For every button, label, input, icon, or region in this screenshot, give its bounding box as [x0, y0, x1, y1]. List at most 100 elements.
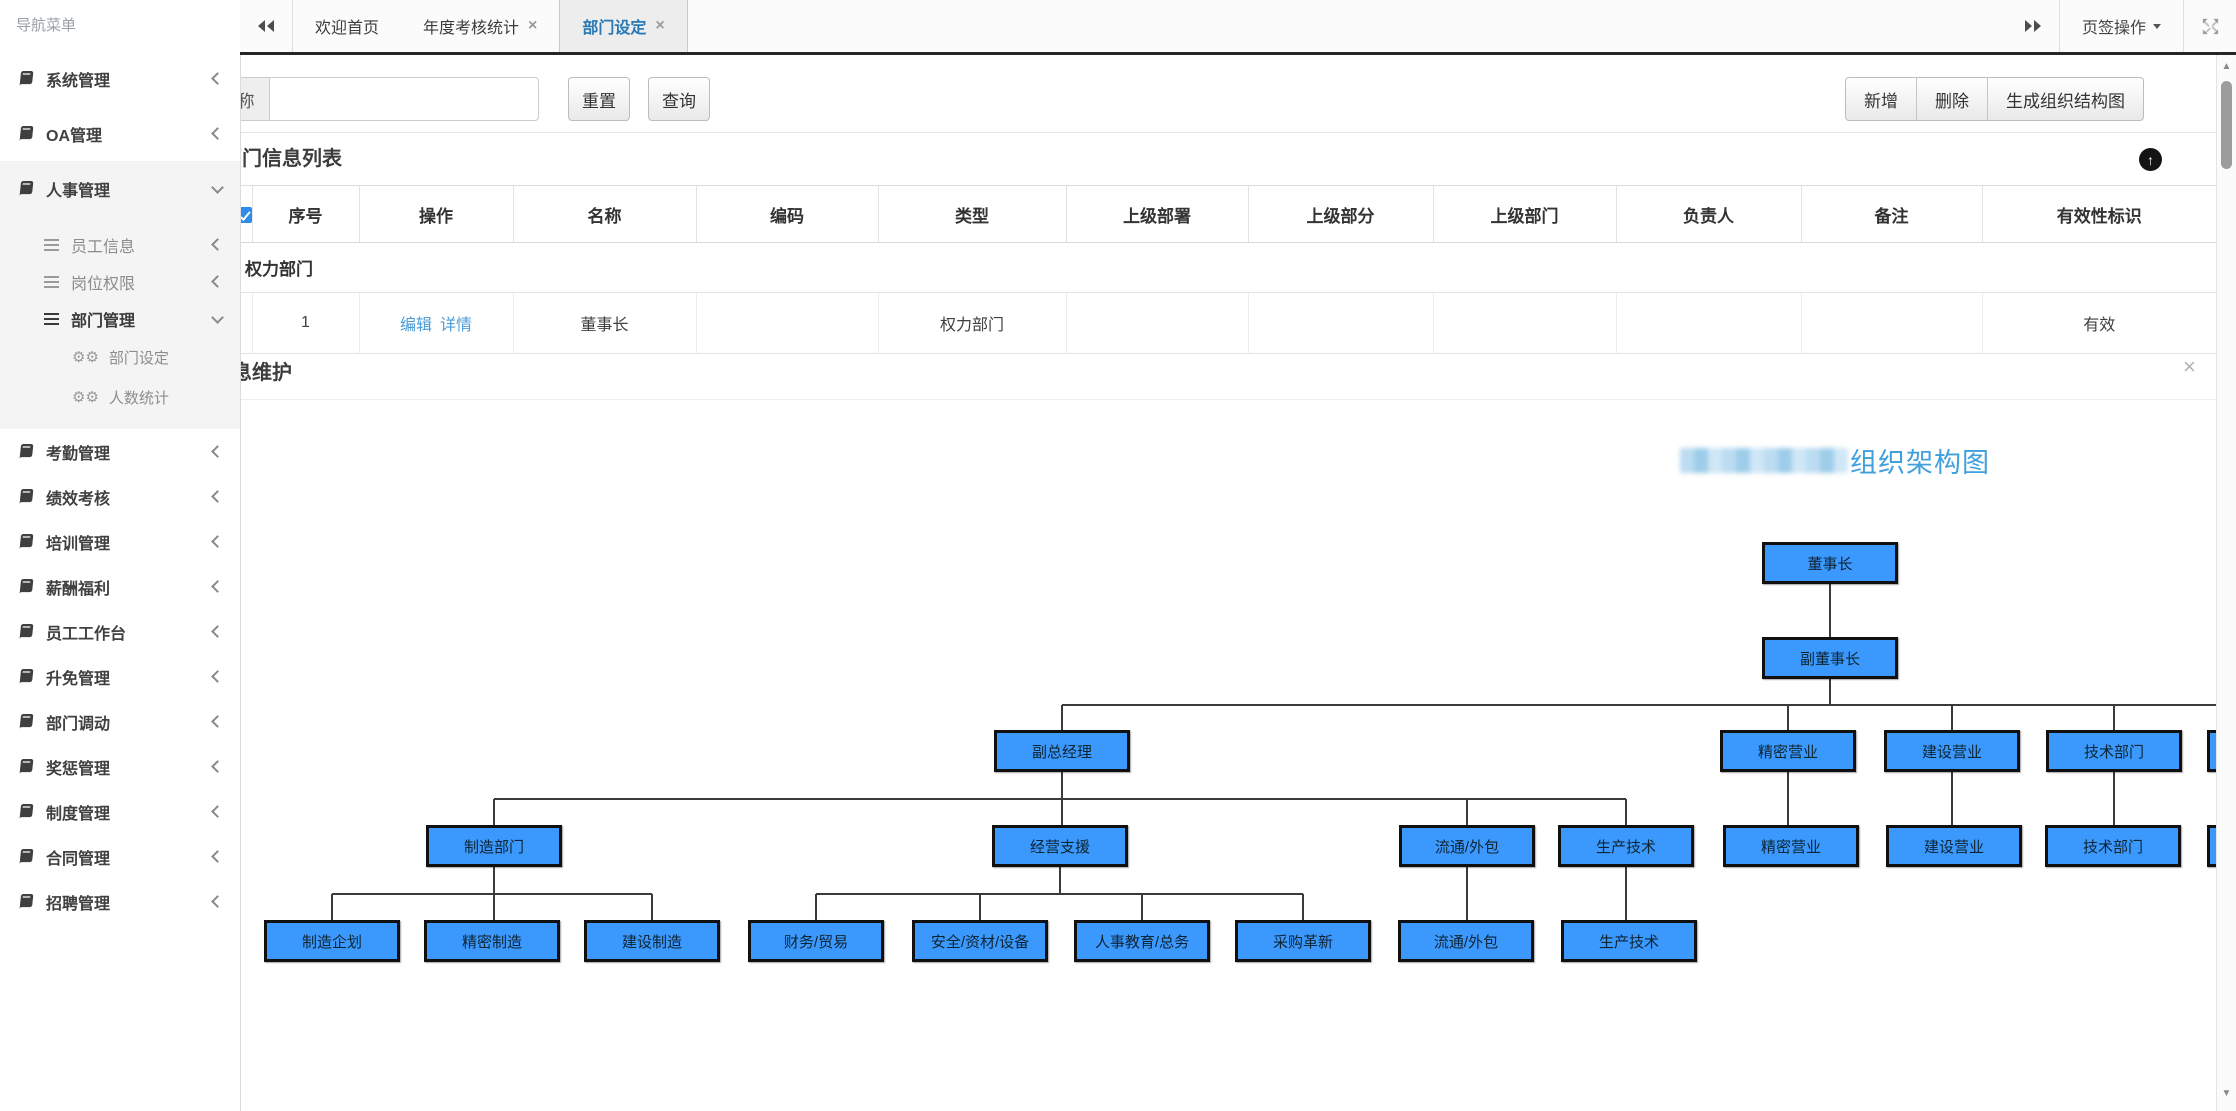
sidebar-item-薪酬福利[interactable]: 薪酬福利 [0, 564, 240, 609]
book-icon [16, 180, 34, 197]
chevron-left-icon [211, 625, 224, 638]
panel-collapse-button[interactable]: ↑ [2139, 148, 2162, 171]
org-node-人事教育/总务: 人事教育/总务 [1074, 920, 1210, 962]
double-chevron-right-icon [2033, 20, 2041, 32]
book-icon [16, 578, 34, 595]
tab-label: 年度考核统计 [423, 20, 520, 37]
sidebar-subitem-label: 部门管理 [71, 312, 136, 330]
search-input[interactable] [269, 77, 539, 121]
sidebar-item-制度管理[interactable]: 制度管理 [0, 789, 240, 834]
column-header-备注: 备注 [1801, 186, 1983, 243]
sidebar-item-OA管理[interactable]: OA管理 [0, 106, 240, 161]
sidebar-subitem-员工信息[interactable]: 员工信息 [0, 226, 240, 263]
chevron-left-icon [211, 535, 224, 548]
sidebar-item-员工工作台[interactable]: 员工工作台 [0, 609, 240, 654]
org-node-制造部门: 制造部门 [426, 825, 562, 867]
row-note [1801, 292, 1983, 354]
sidebar-item-奖惩管理[interactable]: 奖惩管理 [0, 744, 240, 789]
sidebar-item-部门调动[interactable]: 部门调动 [0, 699, 240, 744]
scroll-down-arrow-icon[interactable]: ▼ [2221, 1088, 2232, 1099]
sidebar-item-label: 升免管理 [46, 670, 111, 688]
generate-org-chart-button[interactable]: 生成组织结构图 [1987, 78, 2143, 120]
org-node-技术部门: 技术部门 [2045, 825, 2181, 867]
sidebar-item-招聘管理[interactable]: 招聘管理 [0, 879, 240, 924]
fullscreen-toggle-button[interactable] [2183, 0, 2236, 52]
arrow-up-icon: ↑ [2147, 151, 2154, 168]
cogs-icon: ⚙⚙ [72, 348, 99, 366]
tab-close-icon[interactable]: × [655, 17, 665, 34]
org-node-精密营业: 精密营业 [1720, 730, 1856, 772]
column-header-有效性标识: 有效性标识 [1982, 186, 2216, 243]
org-node-partial [2207, 730, 2216, 772]
row-parent1 [1066, 292, 1249, 354]
chevron-left-icon [211, 670, 224, 683]
tab-actions-dropdown[interactable]: 页签操作 [2058, 0, 2183, 52]
tab-部门设定[interactable]: 部门设定× [559, 0, 688, 52]
row-valid: 有效 [1982, 292, 2216, 354]
column-header-操作: 操作 [359, 186, 514, 243]
scroll-up-arrow-icon[interactable]: ▲ [2221, 61, 2232, 72]
chevron-down-icon [211, 310, 224, 324]
sidebar-item-升免管理[interactable]: 升免管理 [0, 654, 240, 699]
sidebar-item-label: 部门调动 [46, 715, 111, 733]
tabs-scroll-left-button[interactable] [240, 0, 293, 52]
tab-年度考核统计[interactable]: 年度考核统计 × [401, 0, 559, 52]
chevron-down-icon [2153, 23, 2161, 33]
tab-bar: 欢迎首页年度考核统计×部门设定× 页签操作 [240, 0, 2236, 55]
action-link-详情[interactable]: 详情 [440, 317, 473, 334]
reset-button[interactable]: 重置 [568, 77, 630, 121]
panel-title: 部门信息列表 [222, 148, 342, 170]
tab-strip: 欢迎首页年度考核统计×部门设定× [293, 0, 688, 52]
org-node-副总经理: 副总经理 [994, 730, 1130, 772]
book-icon [16, 713, 34, 730]
add-button[interactable]: 新增 [1846, 78, 1916, 120]
book-icon [16, 848, 34, 865]
expand-arrows-icon [2202, 18, 2218, 34]
sidebar-leaf-人数统计[interactable]: ⚙⚙人数统计 [0, 377, 240, 417]
book-icon [16, 125, 34, 142]
book-icon [16, 803, 34, 820]
tab-actions-label: 页签操作 [2081, 20, 2146, 37]
row-manager [1616, 292, 1802, 354]
sidebar-item-label: 奖惩管理 [46, 760, 111, 778]
censored-company-name [1680, 448, 1848, 473]
chevron-left-icon [211, 275, 224, 288]
double-chevron-left-icon [258, 20, 265, 32]
book-icon [16, 758, 34, 775]
query-button[interactable]: 查询 [648, 77, 710, 121]
sidebar-subitem-岗位权限[interactable]: 岗位权限 [0, 263, 240, 300]
table-actions-button-group: 新增 删除 生成组织结构图 [1845, 77, 2144, 121]
close-icon[interactable]: × [2183, 354, 2196, 379]
sidebar-subitem-部门管理[interactable]: 部门管理 [0, 300, 240, 337]
chevron-left-icon [211, 490, 224, 503]
tabs-scroll-right-button[interactable] [2007, 0, 2059, 52]
sidebar-item-label: 绩效考核 [46, 490, 111, 508]
delete-button[interactable]: 删除 [1916, 78, 1987, 120]
book-icon [16, 70, 34, 87]
table-header-row: 序号操作名称编码类型上级部署上级部分上级部门负责人备注有效性标识 [215, 186, 2216, 243]
org-node-生产技术: 生产技术 [1561, 920, 1697, 962]
sidebar-item-人事管理[interactable]: 人事管理 [0, 161, 240, 216]
double-chevron-left-icon [267, 20, 274, 32]
sidebar-item-label: 合同管理 [46, 850, 111, 868]
sidebar-leaf-label: 部门设定 [108, 349, 169, 367]
sidebar-item-label: 考勤管理 [46, 445, 111, 463]
org-node-精密制造: 精密制造 [424, 920, 560, 962]
org-node-副董事长: 副董事长 [1762, 637, 1898, 679]
vertical-scrollbar[interactable]: ▲ ▼ [2216, 55, 2236, 1111]
tab-欢迎首页[interactable]: 欢迎首页 [293, 0, 401, 52]
sidebar-item-绩效考核[interactable]: 绩效考核 [0, 474, 240, 519]
scrollbar-thumb[interactable] [2221, 81, 2232, 169]
sidebar-leaf-部门设定[interactable]: ⚙⚙ 部门设定 [0, 337, 240, 377]
sidebar-item-合同管理[interactable]: 合同管理 [0, 834, 240, 879]
chevron-left-icon [211, 72, 224, 85]
tab-close-icon[interactable]: × [528, 17, 538, 34]
sidebar-item-系统管理[interactable]: 系统管理 [0, 51, 240, 106]
sidebar-item-考勤管理[interactable]: 考勤管理 [0, 429, 240, 474]
action-link-编辑[interactable]: 编辑 [399, 317, 432, 334]
row-name: 董事长 [513, 292, 697, 354]
sidebar-item-培训管理[interactable]: 培训管理 [0, 519, 240, 564]
